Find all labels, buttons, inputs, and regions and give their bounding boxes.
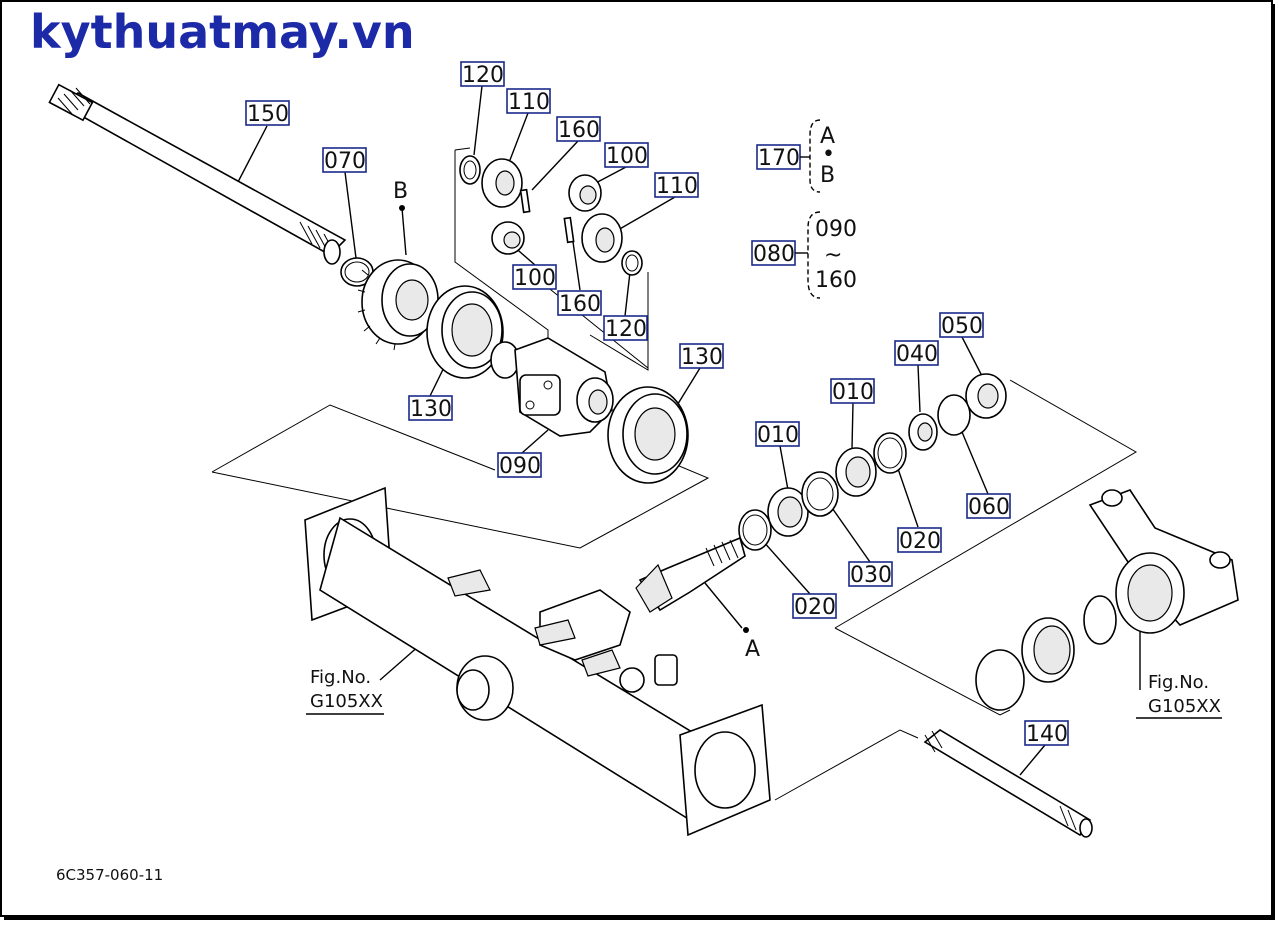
svg-text:A: A <box>820 124 835 149</box>
point-b-label: B <box>393 179 408 204</box>
shaft-150 <box>48 83 347 265</box>
legend-170: 170 A • B <box>756 119 835 193</box>
point-a-label: A <box>745 637 760 662</box>
label-150[interactable]: 150 <box>247 102 289 127</box>
label-020-left[interactable]: 020 <box>794 595 836 620</box>
svg-text:G105XX: G105XX <box>1148 696 1221 717</box>
label-080[interactable]: 080 <box>753 242 795 267</box>
part-labels: 120 110 160 100 110 100 160 120 150 070 … <box>245 61 1069 747</box>
leader-lines <box>211 85 1141 801</box>
shaft-140 <box>923 729 1093 838</box>
label-110-top[interactable]: 110 <box>508 90 550 115</box>
label-160-top[interactable]: 160 <box>558 118 600 143</box>
label-170[interactable]: 170 <box>758 146 800 171</box>
svg-text:~: ~ <box>824 243 842 268</box>
svg-text:Fig.No.: Fig.No. <box>1148 672 1209 693</box>
label-100-bottom[interactable]: 100 <box>514 266 556 291</box>
label-130-left[interactable]: 130 <box>410 397 452 422</box>
fig-ref-left: Fig.No. G105XX <box>306 667 384 715</box>
ring-gear-b <box>357 259 439 351</box>
label-120-top[interactable]: 120 <box>462 63 504 88</box>
label-160-bottom[interactable]: 160 <box>559 292 601 317</box>
svg-text:Fig.No.: Fig.No. <box>310 667 371 688</box>
pinion-shaft <box>635 536 746 613</box>
label-100-top[interactable]: 100 <box>606 144 648 169</box>
svg-text:B: B <box>820 163 835 188</box>
label-110-right[interactable]: 110 <box>656 174 698 199</box>
svg-text:G105XX: G105XX <box>310 691 383 712</box>
label-010-left[interactable]: 010 <box>757 423 799 448</box>
legend-080: 080 090 ~ 160 <box>751 211 857 299</box>
label-020-right[interactable]: 020 <box>899 529 941 554</box>
point-b-dot <box>399 205 405 211</box>
bearing-stack-right <box>738 373 1007 551</box>
fig-ref-right: Fig.No. G105XX <box>1136 672 1222 719</box>
label-070[interactable]: 070 <box>324 149 366 174</box>
svg-text:•: • <box>822 142 835 167</box>
right-bracket <box>975 489 1239 711</box>
diff-case-090 <box>490 337 614 437</box>
label-130-right[interactable]: 130 <box>681 345 723 370</box>
label-120-bottom[interactable]: 120 <box>605 317 647 342</box>
label-140[interactable]: 140 <box>1026 722 1068 747</box>
diff-gears <box>459 155 643 276</box>
axle-housing <box>304 486 771 837</box>
svg-text:160: 160 <box>815 268 857 293</box>
label-050[interactable]: 050 <box>941 314 983 339</box>
brand-title: kythuatmay.vn <box>30 5 415 59</box>
label-060[interactable]: 060 <box>968 495 1010 520</box>
label-090[interactable]: 090 <box>499 454 541 479</box>
label-040[interactable]: 040 <box>896 342 938 367</box>
bearing-130-left <box>426 285 504 379</box>
label-010-right[interactable]: 010 <box>832 380 874 405</box>
svg-text:090: 090 <box>815 217 857 242</box>
point-a-dot <box>743 627 749 633</box>
bearing-130-right <box>607 386 689 484</box>
label-030[interactable]: 030 <box>850 563 892 588</box>
diagram-code: 6C357-060-11 <box>56 866 163 884</box>
